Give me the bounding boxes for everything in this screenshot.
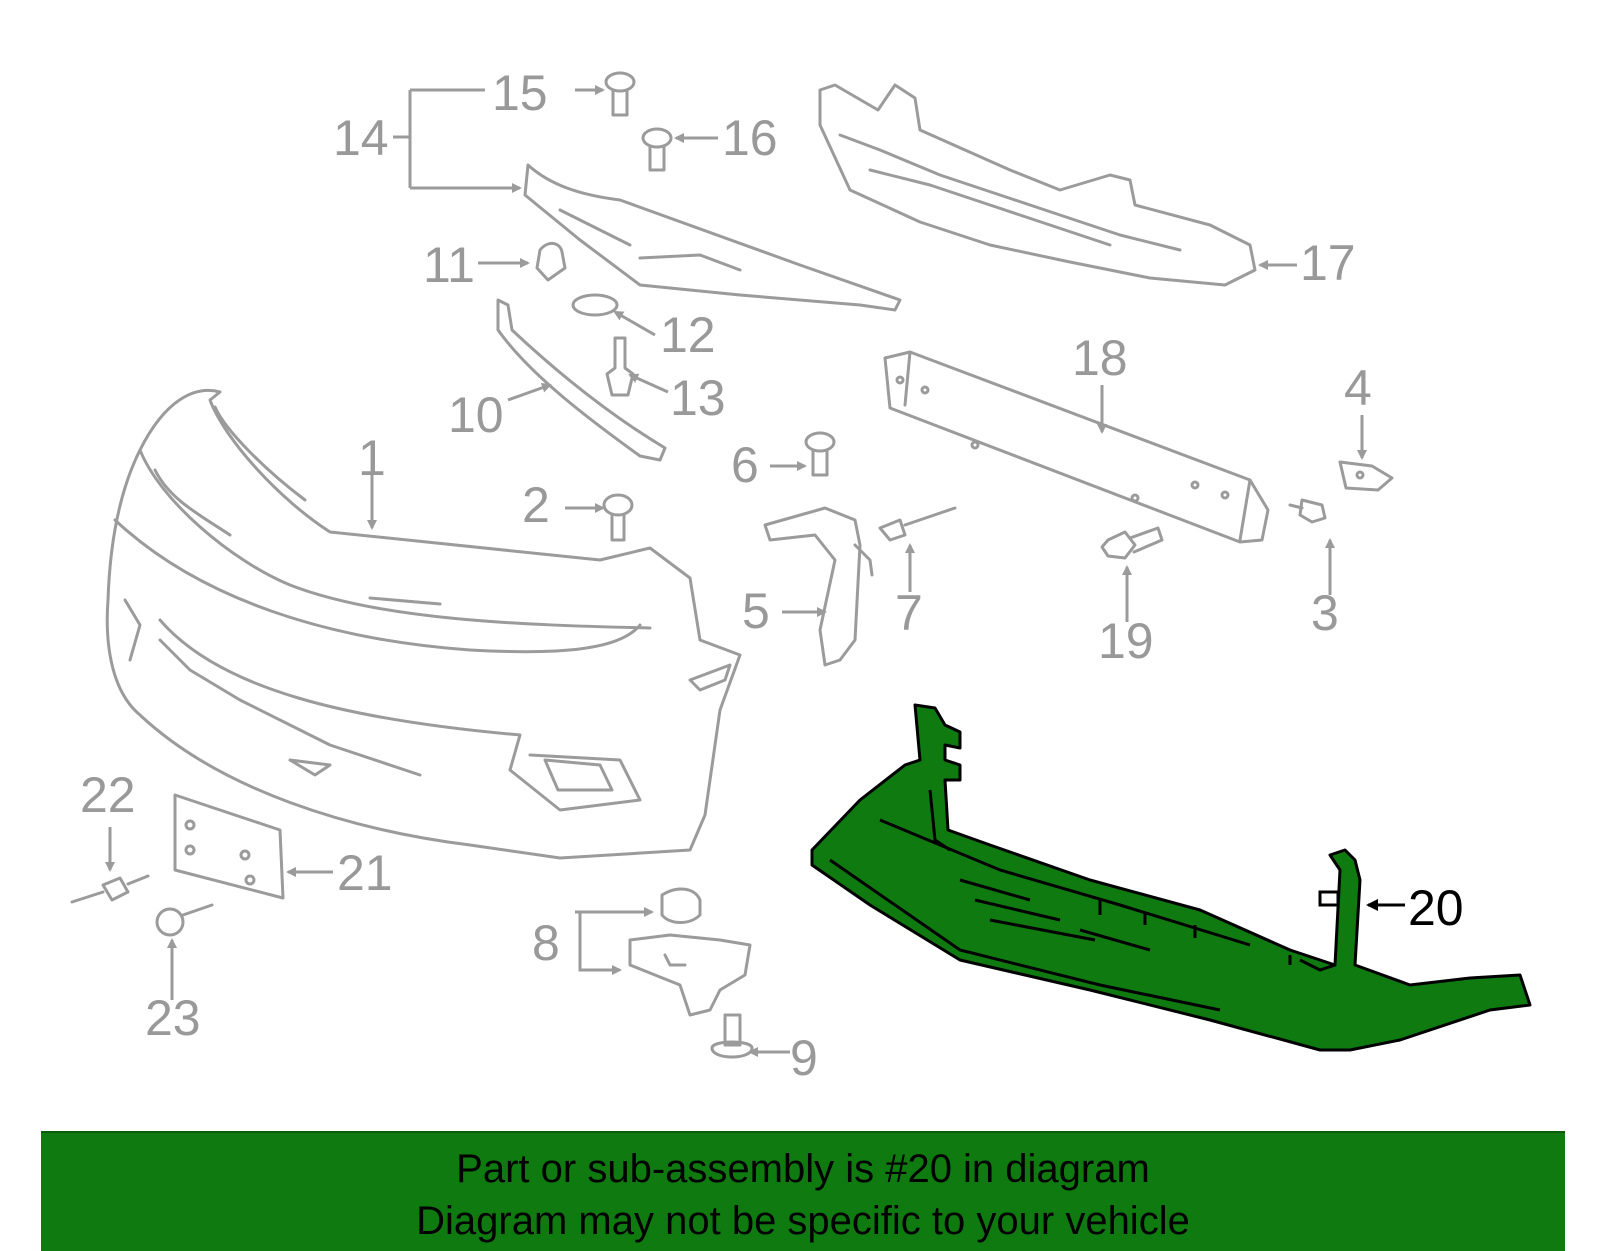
part-2-screw: [602, 493, 634, 542]
part-10-strip: [496, 298, 667, 462]
part-3-pin: [1288, 498, 1327, 524]
label-9: 9: [790, 1030, 818, 1086]
banner-line-part: Part or sub-assembly is #20 in diagram: [456, 1147, 1150, 1191]
part-11-clip: [535, 242, 567, 282]
label-15: 15: [492, 65, 548, 121]
part-6-screw: [804, 431, 836, 477]
label-3: 3: [1311, 585, 1339, 641]
banner-line-disclaimer: Diagram may not be specific to your vehi…: [416, 1199, 1190, 1243]
label-1: 1: [358, 430, 386, 486]
part-19-bolt: [1100, 526, 1164, 560]
part-4-clip: [1338, 460, 1394, 492]
label-5: 5: [742, 583, 770, 639]
label-7: 7: [895, 585, 923, 641]
part-1-bumper-fascia: [105, 388, 742, 860]
part-9-bolt: [710, 1013, 754, 1059]
part-17-absorber: [818, 83, 1257, 287]
label-10: 10: [448, 387, 504, 443]
part-13-pin: [605, 336, 635, 397]
label-17: 17: [1300, 235, 1356, 291]
label-18: 18: [1072, 330, 1128, 386]
label-8: 8: [532, 915, 560, 971]
label-20: 20: [1408, 880, 1464, 936]
part-20-air-deflector: [810, 703, 1532, 1052]
part-5-bracket: [763, 506, 874, 667]
part-7-rivet: [878, 506, 957, 542]
part-16-screw: [641, 127, 673, 172]
part-21-plate-bracket: [173, 793, 285, 900]
label-19: 19: [1098, 613, 1154, 669]
info-banner: Part or sub-assembly is #20 in diagram D…: [41, 1131, 1565, 1251]
label-22: 22: [80, 767, 136, 823]
label-11: 11: [423, 237, 475, 293]
label-23: 23: [145, 990, 201, 1046]
label-4: 4: [1344, 360, 1372, 416]
label-16: 16: [722, 110, 778, 166]
label-2: 2: [522, 477, 550, 533]
label-6: 6: [731, 437, 759, 493]
part-18-impact-bar: [883, 350, 1270, 544]
label-13: 13: [670, 370, 726, 426]
part-12-seal: [571, 293, 619, 317]
part-15-screw: [604, 71, 636, 117]
label-14: 14: [333, 110, 389, 166]
label-21: 21: [337, 845, 393, 901]
leader-lines: [105, 85, 1405, 1057]
label-12: 12: [660, 307, 716, 363]
part-23-screw: [155, 903, 214, 937]
part-8-bracket-assembly: [628, 887, 752, 1017]
part-14-deflector: [523, 163, 902, 312]
callout-labels: 1 2 3 4 5 6 7 8 9 10 11 12 13 14 15 16 1…: [80, 65, 1464, 1086]
part-22-rivet: [70, 874, 150, 904]
